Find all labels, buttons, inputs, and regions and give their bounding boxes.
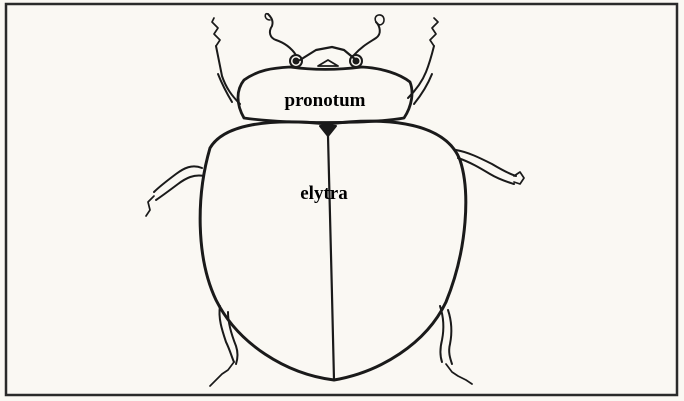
elytra-label: elytra <box>300 183 348 204</box>
pronotum-label: pronotum <box>285 90 366 111</box>
